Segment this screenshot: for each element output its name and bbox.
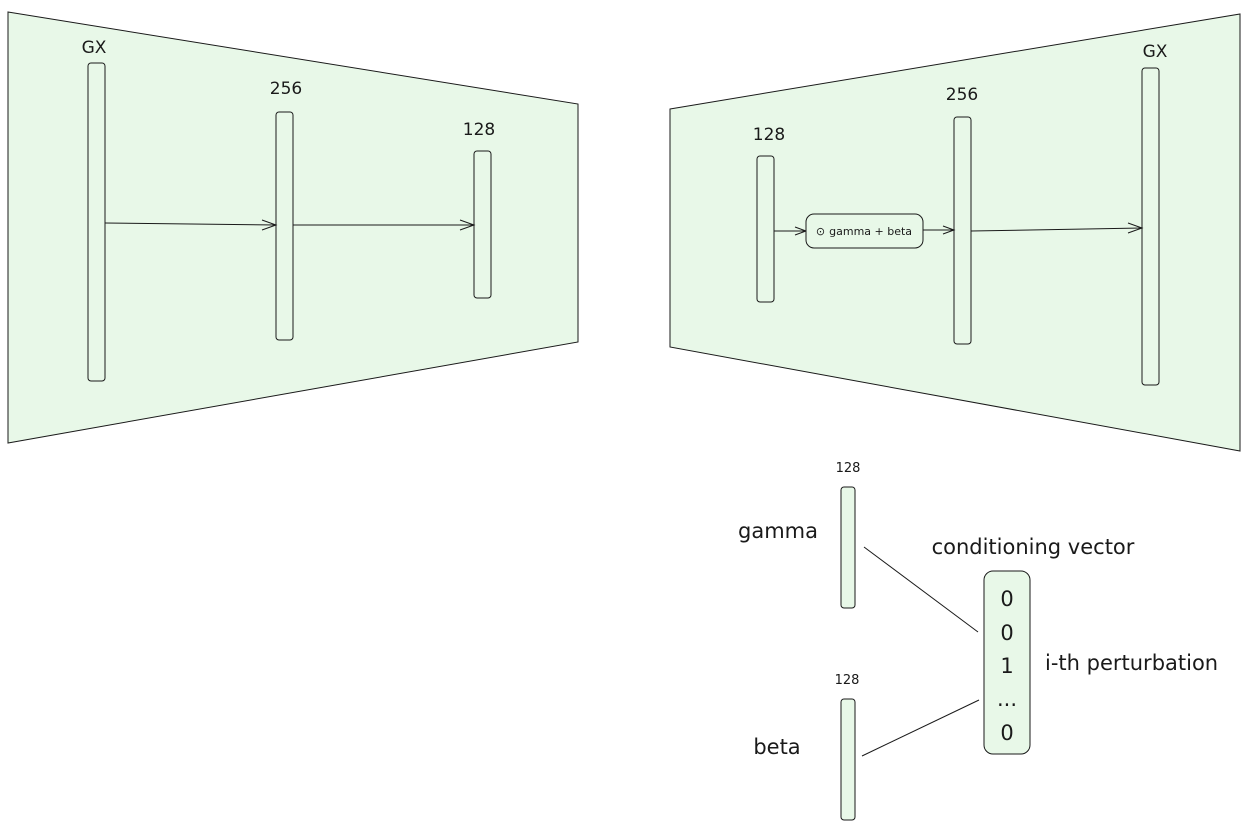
conditioning-entry-1: 0 — [1000, 621, 1013, 645]
film-operation-label: ⊙ gamma + beta — [816, 225, 912, 238]
conditioning-vector-box — [983, 570, 1031, 755]
gamma-label: gamma — [738, 519, 818, 543]
decoder-edge-256-gx — [970, 227, 1143, 232]
hadamard-product-icon: ⊙ — [816, 225, 825, 238]
gamma-size-label: 128 — [836, 461, 861, 476]
edge-gamma-to-vector — [863, 546, 979, 633]
decoder-label-gx: GX — [1143, 42, 1168, 62]
encoder-label-256: 256 — [270, 79, 302, 99]
film-operation-node: ⊙ gamma + beta — [805, 213, 924, 249]
gamma-vector — [840, 486, 856, 609]
encoder-layer-128 — [473, 150, 492, 299]
film-operation-box — [805, 213, 924, 249]
beta-vector — [840, 698, 856, 821]
encoder: GX 256 128 — [7, 11, 579, 444]
decoder-layer-gx — [1141, 67, 1160, 386]
decoder-label-128: 128 — [753, 125, 785, 145]
beta-size-label: 128 — [835, 673, 860, 688]
conditioning-entry-0: 0 — [1000, 587, 1013, 611]
decoder-layer-128 — [756, 155, 775, 303]
edge-beta-to-vector — [861, 699, 980, 757]
decoder-layer-256 — [953, 116, 972, 345]
decoder-arrowhead-256 — [942, 225, 956, 235]
encoder-layer-gx — [87, 62, 106, 382]
decoder-label-256: 256 — [946, 85, 978, 105]
encoder-arrowhead-256 — [261, 219, 278, 231]
decoder-arrowhead-gx — [1127, 222, 1144, 234]
perturbation-annotation: i-th perturbation — [1045, 651, 1218, 675]
encoder-arrowhead-128 — [459, 219, 476, 231]
conditioning-entry-4: 0 — [1000, 721, 1013, 745]
conditioning-entry-3: ... — [997, 687, 1017, 711]
film-operation-text: gamma + beta — [829, 225, 912, 238]
encoder-label-gx: GX — [82, 38, 107, 58]
conditioning-vector-title: conditioning vector — [932, 535, 1135, 559]
conditioning-entry-2: 1 — [1000, 654, 1013, 678]
encoder-layer-256 — [275, 111, 294, 341]
conditioning: 128 gamma 128 beta conditioning vector 0… — [738, 461, 1218, 821]
decoder: 128 256 GX ⊙ gamma + beta — [669, 13, 1241, 452]
encoder-label-128: 128 — [463, 120, 495, 140]
beta-label: beta — [753, 735, 800, 759]
encoder-edge-gx-256 — [104, 222, 277, 226]
